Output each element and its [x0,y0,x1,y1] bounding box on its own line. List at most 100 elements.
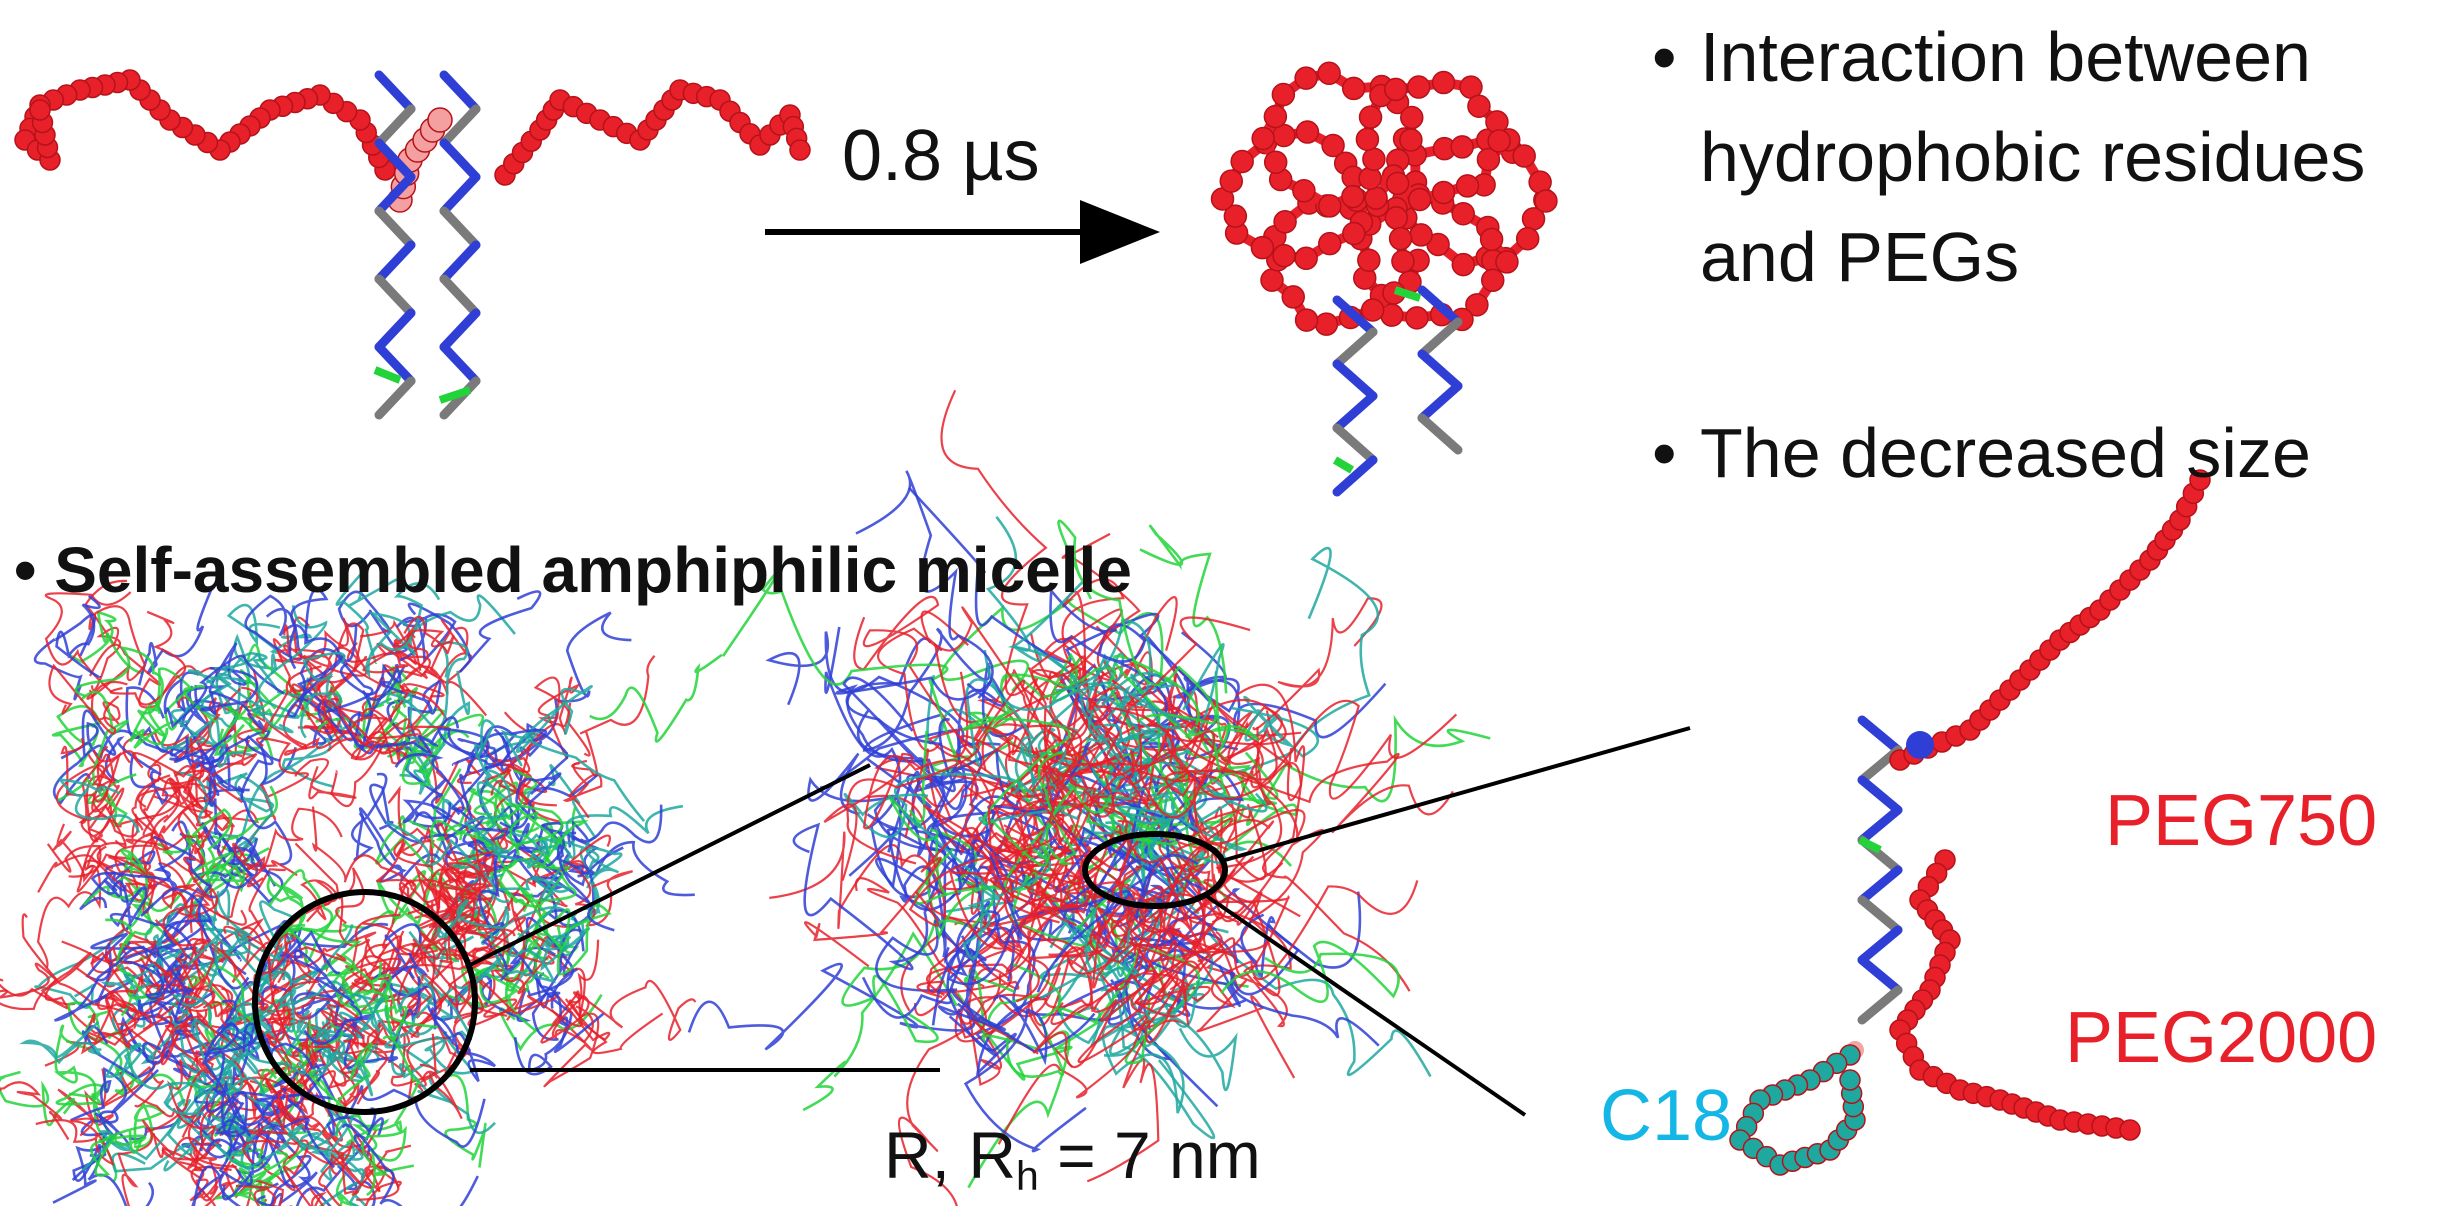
heading-bullet: • [14,534,37,606]
cluster-micelle-strand [123,887,214,997]
collapsed-helix-left-segment [1332,455,1378,497]
cluster-micelle-strand [397,956,503,1036]
green-residue [373,366,402,384]
peptide-helix-left-segment [374,172,416,216]
micelle-strand [1139,524,1228,694]
collapsed-peg-loop-bead [1342,221,1366,246]
micelle-strand [1036,854,1199,993]
cluster-micelle-strand [238,1039,337,1091]
cluster-micelle-strand [556,843,615,932]
cluster-micelle-strand [482,768,535,811]
cluster-micelle-strand [48,663,120,735]
collapsed-peg-loop-bead [1465,293,1489,317]
collapsed-peg-loop-bead [1263,150,1288,174]
cluster-micelle-strand [78,750,138,824]
collapsed-peg-loop-bead [1260,268,1284,292]
peptide-helix-left-segment [374,70,416,114]
cluster-micelle-strand [538,611,632,743]
cluster-micelle-strand [398,879,439,964]
micelle-strand [962,709,1071,867]
micelle-strand [1037,750,1113,865]
cluster-micelle-strand [419,1033,463,1120]
cluster-micelle-strand [54,1024,97,1100]
collapsed-peg-loop-bead [1431,180,1456,205]
green-residue [438,386,472,404]
micelle-strand [995,841,1229,950]
cluster-micelle-strand [118,1042,216,1099]
cluster-micelle-strand [61,940,152,1031]
bullet-interaction: • [1652,22,1677,92]
bullet-decreased-size: • [1652,418,1677,488]
micelle-strand [848,806,990,912]
cluster-micelle-strand [242,1139,328,1206]
peptide-helix-right-segment [439,138,481,182]
cluster-micelle-strand [169,929,223,1032]
cluster-micelle-strand [403,615,455,655]
collapsed-peg-loop-bead [1272,243,1296,268]
collapsed-peg-loop-bead [1450,135,1474,159]
cluster-micelle-strand [72,1143,154,1206]
cluster-micelle-strand [68,853,219,917]
c18-chain-bead [1839,1069,1861,1091]
cluster-micelle-strand [196,846,284,904]
micelle-strand [823,752,978,881]
collapsed-helix-left-segment [1332,391,1378,433]
cluster-micelle-strand [119,1071,221,1170]
cluster-micelle-strand [506,802,567,849]
collapsed-peg-loop-bead [1384,206,1409,230]
cluster-micelle-strand [294,758,357,800]
cluster-micelle-strand [233,1138,315,1195]
interaction-line-1: Interaction between [1700,18,2311,96]
micelle-strand [965,678,1059,828]
micelle-strand [904,802,1078,960]
cluster-micelle-strand [34,921,126,1009]
cluster-micelle-strand [257,1020,344,1095]
micelle-strand [950,795,1089,894]
cluster-micelle-strand [410,916,454,1039]
micelle-strand [721,569,960,765]
cluster-micelle-strand [0,978,69,1010]
peg750-label: PEG750 [2105,781,2378,861]
cluster-micelle-strand [571,655,656,777]
collapsed-peg-loop-bead [1295,120,1320,144]
cluster-micelle-strand [540,994,594,1044]
cluster-micelle-strand [313,976,421,1069]
micelle-strand [1077,898,1177,1063]
micelle-cluster [0,561,723,1206]
micelle-strand [843,772,1021,839]
micelle-strand [1246,714,1491,827]
collapsed-peg-loop-bead [1357,248,1381,272]
cluster-micelle-strand [317,982,375,1040]
micelle-strand [908,804,1082,927]
micelle-strand [1054,924,1216,1140]
micelle-strand [765,631,999,749]
cluster-micelle-strand [35,1117,115,1166]
peg-left-bead [29,99,51,121]
cluster-micelle-strand [44,591,132,694]
cluster-micelle-strand [319,1037,379,1107]
micelle-strand [1057,519,1217,726]
micelle-strand [1112,654,1260,797]
cluster-micelle-strand [184,1015,245,1118]
amphiphile-peptide-segment [1857,865,1903,905]
cluster-micelle-strand [333,1085,486,1148]
peg-right-bead [789,139,811,161]
collapsed-helix-right-segment [1417,317,1463,359]
cluster-micelle-strand [231,1087,336,1169]
micelle-strand [1228,913,1300,996]
micelle-strand [804,826,979,968]
cluster-micelle-strand [128,684,207,749]
cluster-micelle-strand [168,737,214,819]
cluster-micelle-strand [37,854,158,902]
cluster-micelle-strand [52,705,102,767]
cluster-micelle-strand [498,823,577,909]
cluster-micelle-strand [54,946,191,1022]
collapsed-peg-loop-bead [1481,268,1505,293]
micelle-strand [1038,758,1120,910]
collapsed-peg-loop-bead [1405,306,1429,330]
collapsed-peg-loop-bead [1467,94,1491,119]
cluster-micelle-strand [201,633,278,728]
peg750-chain-bond [1895,475,2205,765]
micelle-strand [687,962,976,1051]
cluster-micelle-strand [456,739,531,784]
